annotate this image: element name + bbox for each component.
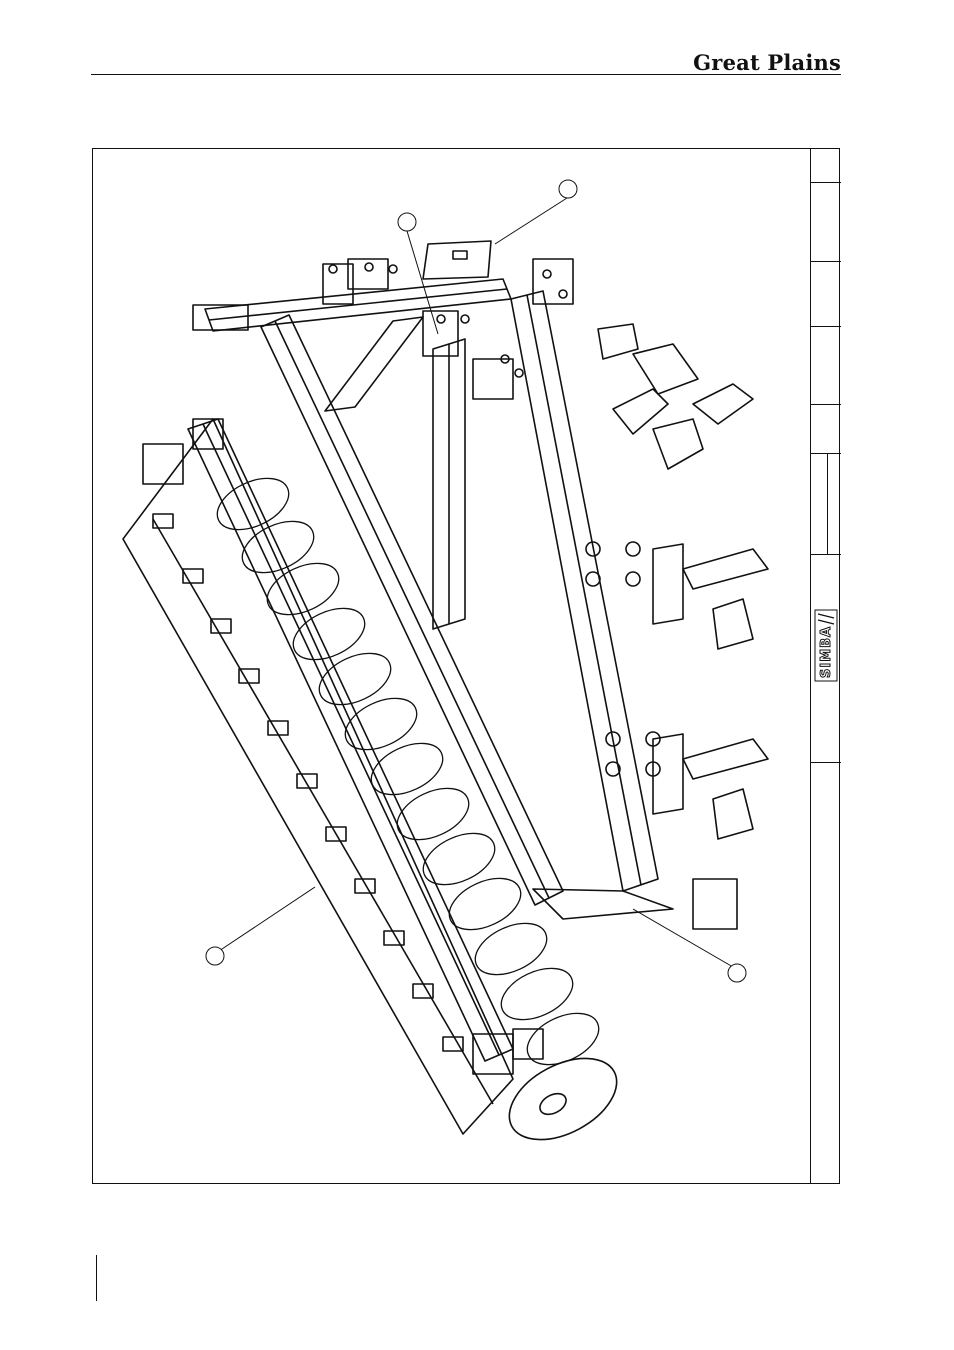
- leader-line: [219, 887, 315, 951]
- leader-line: [495, 198, 567, 244]
- title-block-divider: [811, 261, 841, 262]
- frame-bottom-beam: [533, 889, 673, 919]
- title-block-divider: [811, 182, 841, 183]
- implement-drawing: [93, 149, 809, 1183]
- gang-end-bracket: [473, 1034, 513, 1074]
- leader-line: [633, 909, 733, 967]
- gang-end-bracket: [143, 444, 183, 484]
- callout-2: [559, 180, 577, 198]
- decal-plate: [423, 241, 491, 279]
- subsoiler-legs: [586, 324, 768, 839]
- disc-row: [209, 468, 606, 1075]
- page-margin-mark: [96, 1255, 97, 1301]
- disc-hub: [536, 1089, 569, 1118]
- svg-text:SIMBA: SIMBA: [819, 626, 834, 678]
- title-block-divider: [811, 554, 841, 555]
- bracket-group: [323, 259, 573, 399]
- title-block-divider: [811, 326, 841, 327]
- title-block-subdivider: [827, 453, 828, 554]
- callout-4: [728, 964, 746, 982]
- frame-strut: [325, 317, 423, 411]
- callout-3: [206, 947, 224, 965]
- brand-title: Great Plains: [560, 50, 841, 75]
- disc-gang-frame: [123, 419, 513, 1134]
- hitch-plate: [693, 879, 737, 929]
- title-block-divider: [811, 404, 841, 405]
- scraper-clamps: [153, 514, 463, 1051]
- title-block-divider: [811, 453, 841, 454]
- simba-logo: SIMBA: [814, 608, 838, 683]
- header-rule: [91, 74, 841, 75]
- title-block: SIMBA: [810, 148, 840, 1184]
- title-block-divider: [811, 762, 841, 763]
- callout-1: [398, 213, 416, 231]
